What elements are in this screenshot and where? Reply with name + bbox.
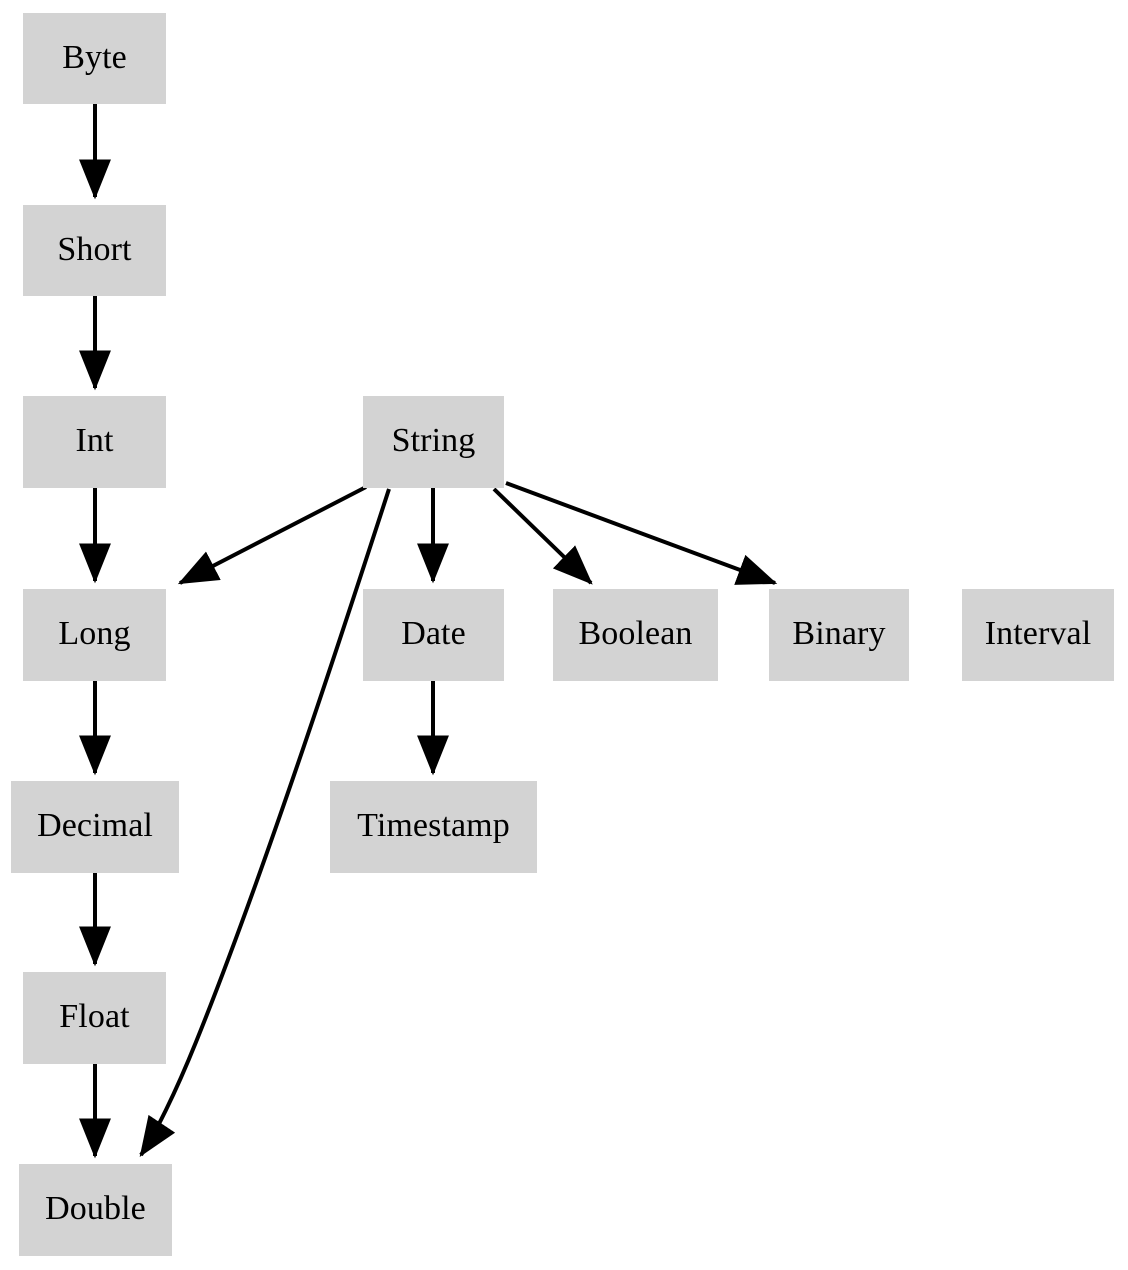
node-decimal[interactable]: Decimal [11, 781, 179, 873]
node-timestamp[interactable]: Timestamp [330, 781, 537, 873]
node-short-label: Short [57, 230, 132, 268]
node-boolean-label: Boolean [578, 615, 693, 652]
node-double[interactable]: Double [19, 1164, 172, 1256]
node-timestamp-label: Timestamp [357, 807, 510, 844]
edge-string-long [177, 485, 367, 585]
node-byte[interactable]: Byte [23, 13, 166, 104]
node-short[interactable]: Short [23, 205, 166, 296]
node-date-label: Date [401, 615, 466, 652]
node-int-label: Int [75, 422, 114, 459]
node-string[interactable]: String [363, 396, 504, 488]
edge-string-binary [505, 481, 778, 585]
node-int[interactable]: Int [23, 396, 166, 488]
node-byte-label: Byte [62, 38, 127, 76]
node-date[interactable]: Date [363, 589, 504, 681]
node-double-label: Double [45, 1190, 146, 1227]
node-decimal-label: Decimal [37, 807, 153, 844]
node-binary[interactable]: Binary [769, 589, 909, 681]
node-interval[interactable]: Interval [962, 589, 1114, 681]
node-long[interactable]: Long [23, 589, 166, 681]
node-long-label: Long [58, 615, 131, 652]
node-float-label: Float [59, 998, 130, 1035]
node-interval-label: Interval [984, 615, 1092, 652]
node-string-label: String [391, 422, 476, 459]
node-boolean[interactable]: Boolean [553, 589, 718, 681]
edge-string-boolean [492, 487, 593, 585]
node-float[interactable]: Float [23, 972, 166, 1064]
node-binary-label: Binary [792, 615, 886, 652]
